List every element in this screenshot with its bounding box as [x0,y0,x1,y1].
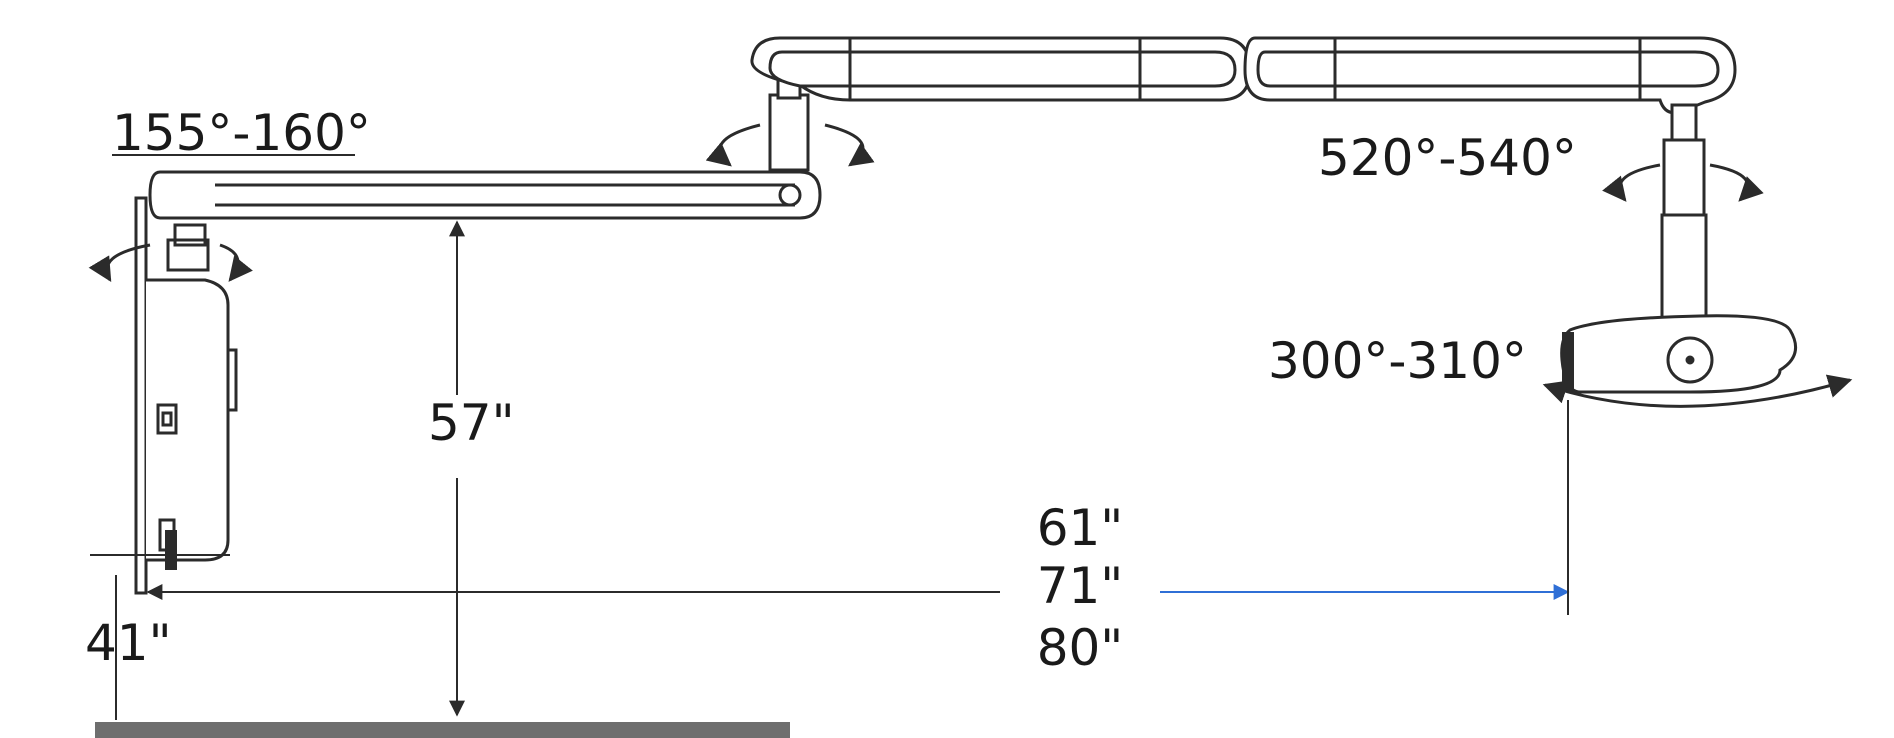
upper-arm [750,36,1737,115]
reach-dimension-label-3: 80" [1037,619,1124,677]
lower-dimension-label: 41" [85,614,172,672]
wall-mount-angle-label: 155°-160° [112,104,371,162]
dimension-lines [90,154,1570,720]
light-head [1560,314,1798,394]
head-swivel-angle-label: 520°-540° [1318,129,1577,187]
height-dimension-label: 57" [428,394,515,452]
reach-dimension-label-1: 61" [1037,499,1124,557]
arm-pivot [768,78,810,172]
floor-bar [95,722,790,738]
lower-arm [148,170,822,220]
drop-post [1660,103,1708,347]
rotation-arrows [88,123,1853,408]
head-tilt-angle-label: 300°-310° [1268,332,1527,390]
wall-mount [134,196,238,595]
reach-dimension-label-2: 71" [1037,557,1124,615]
